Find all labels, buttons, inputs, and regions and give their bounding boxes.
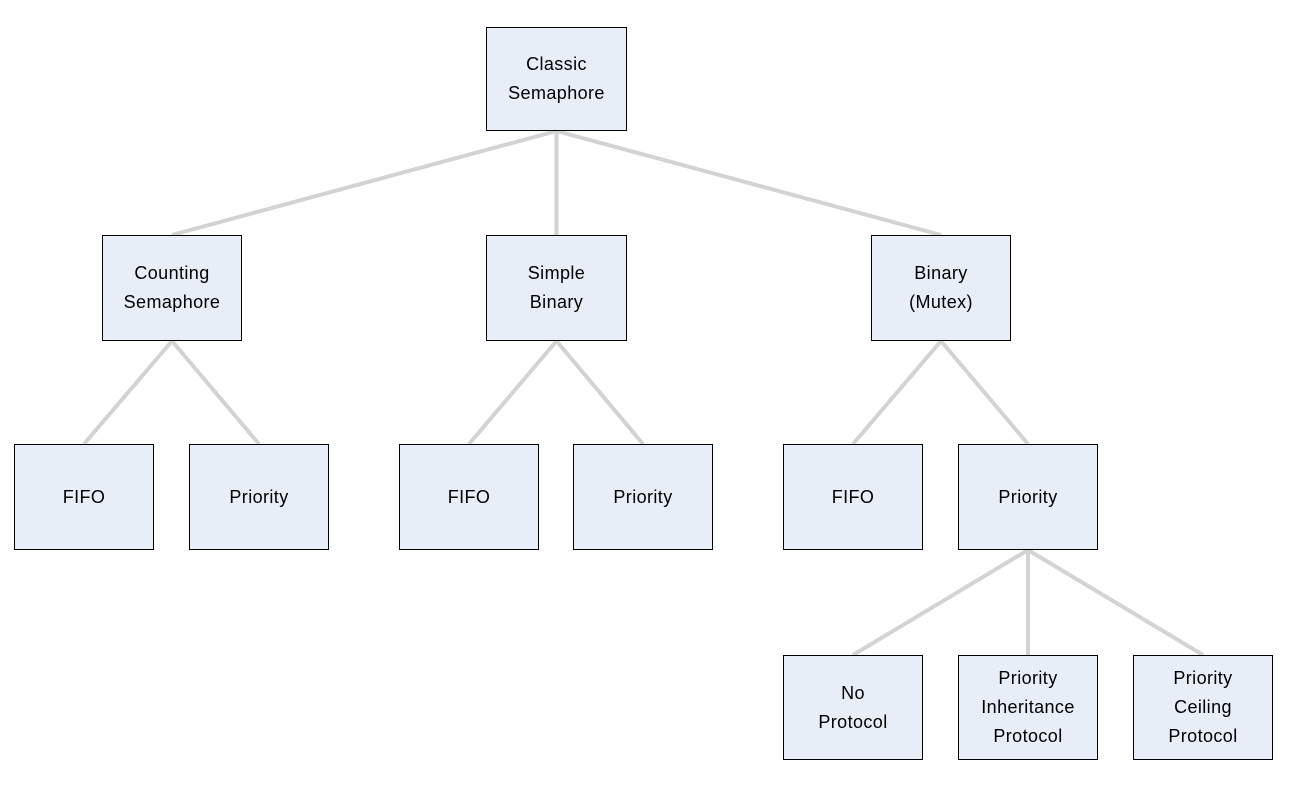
node-simple-fifo: FIFO	[399, 444, 539, 550]
node-label: No Protocol	[818, 682, 888, 732]
node-label: Classic Semaphore	[508, 54, 605, 103]
edge-priority-no-protocol	[851, 548, 1030, 657]
edge-mutex-fifo	[851, 339, 943, 446]
node-label: Priority	[229, 486, 289, 507]
node-label: FIFO	[831, 486, 875, 507]
node-mutex-fifo: FIFO	[783, 444, 923, 550]
edge-counting-priority	[170, 339, 261, 446]
node-simple-priority: Priority	[573, 444, 713, 550]
edge-simple-priority	[554, 339, 645, 446]
node-label: Simple Binary	[527, 263, 586, 312]
node-label: FIFO	[447, 486, 491, 507]
node-label: Binary (Mutex)	[909, 263, 973, 312]
node-classic-semaphore: Classic Semaphore	[486, 27, 627, 131]
node-label: Priority Inheritance Protocol	[981, 668, 1075, 746]
edge-priority-ceiling	[1026, 548, 1205, 657]
node-counting-priority: Priority	[189, 444, 329, 550]
node-binary-mutex: Binary (Mutex)	[871, 235, 1011, 341]
node-label: FIFO	[62, 486, 106, 507]
node-label: Counting Semaphore	[123, 263, 221, 312]
edge-simple-fifo	[467, 339, 559, 446]
node-mutex-priority: Priority	[958, 444, 1098, 550]
node-simple-binary: Simple Binary	[486, 235, 627, 341]
node-no-protocol: No Protocol	[783, 655, 923, 760]
edge-classic-counting	[171, 129, 558, 237]
node-label: Priority	[998, 486, 1058, 507]
node-label: Priority	[613, 486, 673, 507]
node-priority-ceiling-protocol: Priority Ceiling Protocol	[1133, 655, 1273, 760]
edge-counting-fifo	[82, 339, 174, 446]
edge-classic-binary-mutex	[555, 129, 942, 237]
edge-mutex-priority	[939, 339, 1030, 446]
node-label: Priority Ceiling Protocol	[1168, 668, 1238, 746]
node-counting-semaphore: Counting Semaphore	[102, 235, 242, 341]
node-priority-inheritance-protocol: Priority Inheritance Protocol	[958, 655, 1098, 760]
node-counting-fifo: FIFO	[14, 444, 154, 550]
